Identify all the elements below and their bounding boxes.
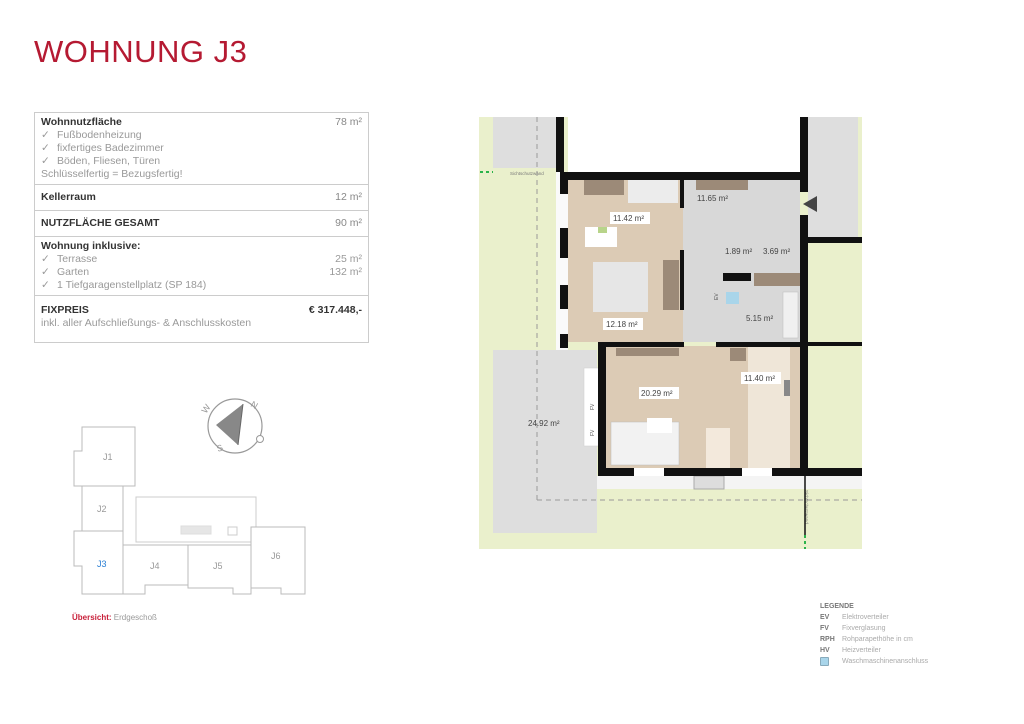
unit-label-highlight: J3 xyxy=(97,559,107,569)
value: 132 m² xyxy=(329,266,362,278)
label: NUTZFLÄCHE GESAMT xyxy=(41,217,160,229)
feature: Böden, Fliesen, Türen xyxy=(57,155,161,167)
unit-label: J6 xyxy=(271,551,281,561)
feature: fixfertiges Badezimmer xyxy=(57,142,164,154)
washing-machine-icon xyxy=(820,656,829,666)
price: € 317.448,- xyxy=(308,304,362,316)
room-hallway xyxy=(683,178,800,342)
value: 12 m² xyxy=(335,191,362,203)
floor-name: Erdgeschoß xyxy=(113,613,157,622)
legend-item: Waschmaschinenanschluss xyxy=(820,656,928,667)
overview-map xyxy=(73,426,306,595)
unit-j6[interactable] xyxy=(250,526,306,595)
ev-label: EV xyxy=(714,293,720,300)
room-area: 11.65 m² xyxy=(697,194,728,203)
room-area: 3.69 m² xyxy=(763,247,790,256)
feature: Terrasse xyxy=(57,253,98,265)
check-icon: ✓ xyxy=(41,142,50,154)
room-area: 1.89 m² xyxy=(725,247,752,256)
note: Schlüsselfertig = Bezugsfertig! xyxy=(41,168,183,180)
floor-plan: 11.42 m² 12.18 m² 11.65 m² 1.89 m² 3.69 … xyxy=(479,116,862,549)
room-area: 11.40 m² xyxy=(744,374,775,383)
feature: 1 Tiefgaragenstellplatz (SP 184) xyxy=(57,279,207,291)
terrace-neighbor xyxy=(808,117,858,237)
info-table: Wohnnutzfläche 78 m² ✓ Fußbodenheizung ✓ fi… xyxy=(34,112,369,343)
check-icon: ✓ xyxy=(41,253,50,265)
compass-n: N xyxy=(249,399,260,411)
check-icon: ✓ xyxy=(41,155,50,167)
value: 90 m² xyxy=(335,217,362,229)
room-area: 11.42 m² xyxy=(613,214,644,223)
overview-caption: Übersicht: Erdgeschoß xyxy=(72,613,157,622)
compass-needle-icon xyxy=(216,404,243,445)
unit-label: J5 xyxy=(213,561,223,571)
room-area: 12.18 m² xyxy=(606,320,638,329)
check-icon: ✓ xyxy=(41,266,50,278)
fv-label: FV xyxy=(590,429,596,436)
terrace xyxy=(493,350,597,533)
feature: Fußbodenheizung xyxy=(57,129,142,141)
value: 25 m² xyxy=(335,253,362,265)
overview-labels: J1 J2 J3 J4 J5 J6 xyxy=(97,452,281,571)
section-keller: Kellerraum 12 m² xyxy=(35,185,368,211)
room-labels: 11.42 m² 12.18 m² 11.65 m² 1.89 m² 3.69 … xyxy=(510,171,809,524)
compass-s: S xyxy=(215,442,224,453)
label: Wohnnutzfläche xyxy=(41,116,122,128)
overview-label: Übersicht: xyxy=(72,613,112,622)
privacy-wall-label: Sichtschutzwand xyxy=(510,171,544,176)
legend-title: LEGENDE xyxy=(820,603,854,610)
feature: Garten xyxy=(57,266,90,278)
terrace-area: 24.92 m² xyxy=(528,419,560,428)
fv-label: FV xyxy=(590,403,596,410)
note: inkl. aller Aufschließungs- & Anschlussk… xyxy=(41,317,252,329)
compass: N W S xyxy=(199,398,264,454)
unit-j3[interactable] xyxy=(73,530,124,595)
section-wohnnutzflaeche: Wohnnutzfläche 78 m² ✓ Fußbodenheizung ✓ fi… xyxy=(35,113,368,185)
entrance-arrow-icon xyxy=(803,196,817,212)
terrace-top xyxy=(493,117,556,168)
walls xyxy=(556,117,862,476)
room-area: 20.29 m² xyxy=(641,389,673,398)
check-icon: ✓ xyxy=(41,279,50,291)
unit-label: J1 xyxy=(103,452,113,462)
room-area: 5.15 m² xyxy=(746,314,773,323)
section-inklusive: Wohnung inklusive: ✓ Terrasse 25 m² ✓ Garte… xyxy=(35,237,368,296)
page-title: WOHNUNG J3 xyxy=(34,34,248,69)
value: 78 m² xyxy=(335,116,362,128)
unit-label: J2 xyxy=(97,504,107,514)
privacy-wall-label: Sichtschutzwand xyxy=(804,490,809,524)
section-gesamt: NUTZFLÄCHE GESAMT 90 m² xyxy=(35,211,368,237)
compass-o xyxy=(256,435,264,443)
label: Kellerraum xyxy=(41,191,96,203)
label: FIXPREIS xyxy=(41,304,89,316)
unit-label: J4 xyxy=(150,561,160,571)
label: Wohnung inklusive: xyxy=(41,240,141,252)
section-fixpreis: FIXPREIS € 317.448,- inkl. aller Aufschli… xyxy=(35,296,368,342)
check-icon: ✓ xyxy=(41,129,50,141)
